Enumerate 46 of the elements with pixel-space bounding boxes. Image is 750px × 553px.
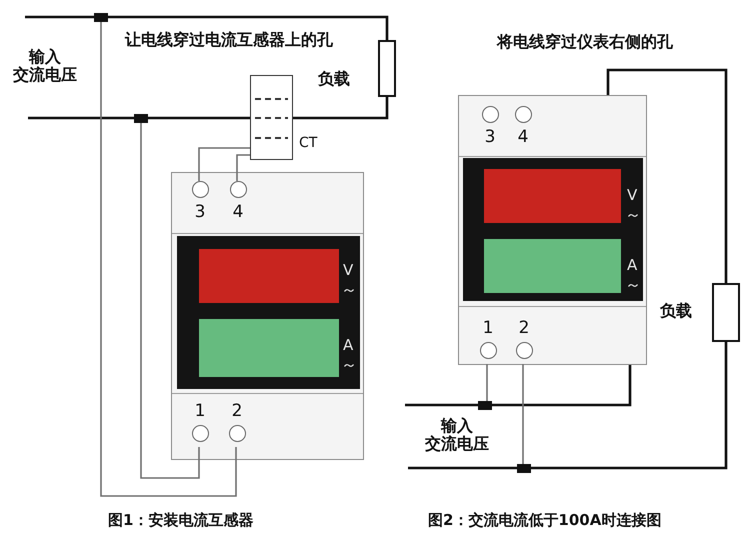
wire — [108, 16, 388, 40]
wire — [408, 466, 517, 470]
terminal-number: 4 — [232, 202, 244, 222]
wire-clamp — [517, 464, 531, 473]
wire — [486, 364, 488, 401]
wire — [148, 116, 250, 120]
wire-clamp — [94, 13, 108, 22]
node-caption: 负载 — [660, 302, 692, 320]
wire — [25, 16, 94, 18]
node-caption: CT — [299, 136, 318, 152]
figure-caption: 图2：交流电流低于100A时连接图 — [428, 512, 662, 528]
unit-label: A — [343, 337, 354, 354]
wire — [522, 364, 524, 464]
unit-label: V — [343, 262, 354, 278]
wire-clamp — [134, 114, 148, 123]
wire — [492, 365, 632, 406]
input-label: 输入交流电压 — [424, 417, 490, 452]
current-transformer — [250, 75, 293, 160]
wire — [531, 342, 728, 470]
terminal-number: 4 — [516, 127, 530, 147]
instruction-text: 将电线穿过仪表右侧的孔 — [497, 33, 673, 51]
wire — [236, 154, 250, 181]
wire — [100, 22, 237, 497]
wire — [28, 116, 134, 120]
wire — [606, 68, 728, 283]
terminal-number: 1 — [482, 318, 494, 338]
wire-clamp — [478, 401, 492, 410]
meter-body — [458, 95, 647, 365]
wire — [198, 147, 250, 181]
resistor-symbol — [378, 40, 396, 97]
input-label: 输入交流电压 — [12, 48, 78, 84]
figure-caption: 图1：安装电流互感器 — [108, 512, 254, 528]
terminal-number: 2 — [230, 401, 244, 421]
unit-label: V — [627, 187, 638, 204]
wire — [405, 404, 478, 406]
wire — [293, 97, 388, 120]
meter-body — [171, 172, 364, 460]
wire — [140, 123, 200, 479]
terminal-number: 2 — [518, 318, 530, 338]
node-caption: 负载 — [318, 70, 350, 88]
instruction-text: 让电线穿过电流互感器上的孔 — [125, 31, 333, 49]
terminal-number: 1 — [194, 401, 206, 421]
terminal-number: 3 — [194, 202, 206, 222]
terminal-number: 3 — [484, 127, 496, 147]
unit-label: A — [627, 257, 638, 274]
resistor-symbol — [712, 283, 740, 342]
